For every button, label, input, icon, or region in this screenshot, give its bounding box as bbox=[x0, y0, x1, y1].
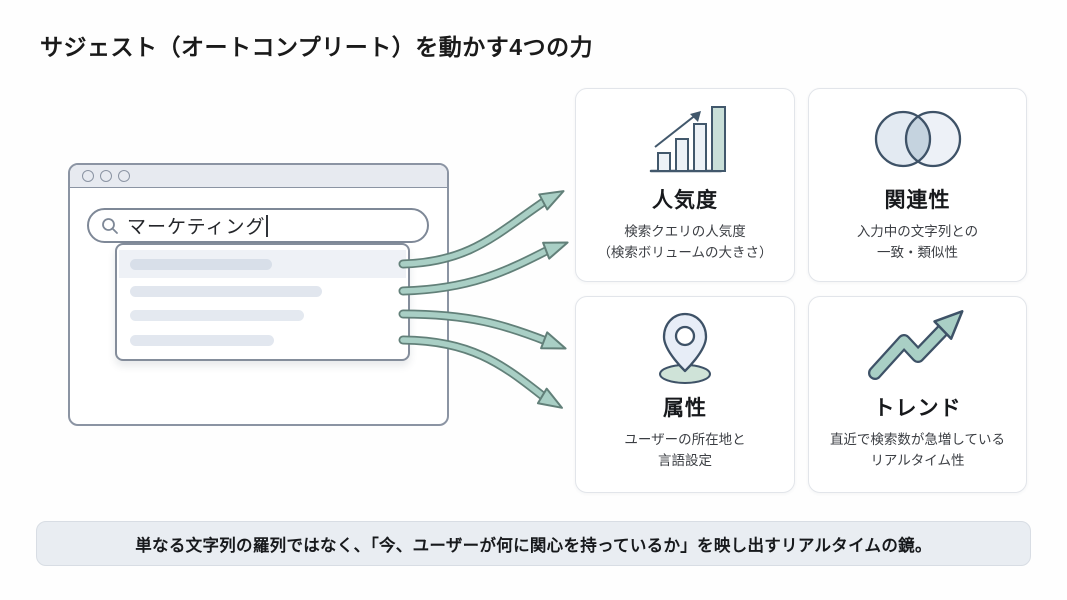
search-query-text: マーケティング bbox=[127, 217, 266, 238]
window-button-icon bbox=[100, 170, 112, 182]
suggestion-placeholder-bar bbox=[130, 286, 322, 297]
suggestion-placeholder-bar bbox=[130, 259, 272, 270]
card-popularity: 人気度 検索クエリの人気度 （検索ボリュームの大きさ） bbox=[575, 88, 795, 282]
card-title: 人気度 bbox=[652, 189, 718, 212]
page-title: サジェスト（オートコンプリート）を動かす4つの力 bbox=[40, 34, 594, 60]
card-description: 直近で検索数が急増している リアルタイム性 bbox=[829, 432, 1006, 468]
summary-text: 単なる文字列の羅列ではなく、「今、ユーザーが何に関心を持っているか」を映し出すリ… bbox=[135, 536, 932, 555]
card-title: 関連性 bbox=[884, 189, 951, 212]
card-title: トレンド bbox=[873, 397, 962, 420]
card-description: 入力中の文字列との 一致・類似性 bbox=[856, 224, 979, 260]
browser-titlebar bbox=[70, 165, 447, 188]
card-title: 属性 bbox=[663, 397, 707, 420]
card-attributes: 属性 ユーザーの所在地と 言語設定 bbox=[575, 296, 795, 493]
venn-overlap-icon bbox=[863, 99, 973, 179]
search-icon bbox=[102, 217, 118, 234]
bar-chart-growth-icon bbox=[637, 99, 733, 179]
location-pin-icon bbox=[637, 307, 733, 387]
suggestion-placeholder-bar bbox=[130, 335, 274, 346]
search-input: マーケティング bbox=[87, 208, 429, 243]
card-trend: トレンド 直近で検索数が急増している リアルタイム性 bbox=[808, 296, 1027, 493]
suggestion-placeholder-bar bbox=[130, 310, 304, 321]
card-description: 検索クエリの人気度 （検索ボリュームの大きさ） bbox=[597, 224, 773, 260]
summary-banner: 単なる文字列の羅列ではなく、「今、ユーザーが何に関心を持っているか」を映し出すリ… bbox=[36, 521, 1031, 566]
trending-up-arrow-icon bbox=[863, 307, 973, 387]
suggestions-dropdown bbox=[115, 243, 410, 361]
window-button-icon bbox=[118, 170, 130, 182]
card-description: ユーザーの所在地と 言語設定 bbox=[624, 432, 746, 468]
card-relevance: 関連性 入力中の文字列との 一致・類似性 bbox=[808, 88, 1027, 282]
window-button-icon bbox=[82, 170, 94, 182]
text-cursor bbox=[266, 214, 269, 237]
